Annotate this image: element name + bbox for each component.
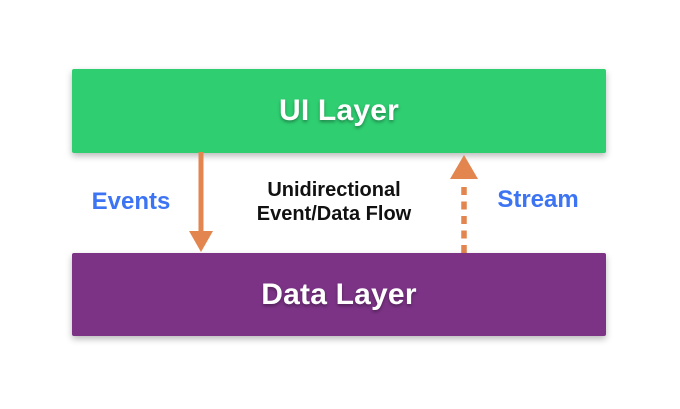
flow-description-line1: Unidirectional xyxy=(267,179,401,201)
events-arrow-down xyxy=(189,152,213,252)
ui-layer-label: UI Layer xyxy=(279,94,399,127)
data-layer-label: Data Layer xyxy=(261,277,417,311)
ui-layer-box: UI Layer xyxy=(72,69,606,153)
flow-description: Unidirectional Event/Data Flow xyxy=(257,178,411,226)
data-layer-box: Data Layer xyxy=(72,253,606,336)
events-flow-label: Events xyxy=(91,188,171,215)
stream-arrow-up xyxy=(450,155,478,253)
stream-arrowhead-icon xyxy=(450,155,478,179)
flow-description-line2: Event/Data Flow xyxy=(256,203,412,225)
events-arrowhead-icon xyxy=(189,231,213,252)
stream-flow-label: Stream xyxy=(497,186,579,213)
